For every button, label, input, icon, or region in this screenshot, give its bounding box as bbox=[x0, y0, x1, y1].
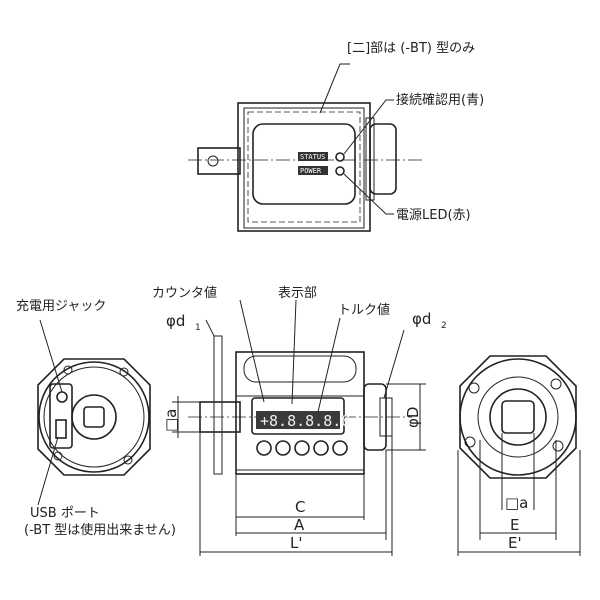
top-body-inner bbox=[243, 107, 365, 229]
phi-D-label: φD bbox=[404, 407, 422, 428]
left-screw-2 bbox=[119, 367, 129, 377]
right-screw-3 bbox=[464, 436, 476, 448]
right-flange bbox=[477, 376, 559, 458]
front-d1-collar bbox=[213, 335, 223, 475]
power-led bbox=[335, 166, 345, 176]
phi-d2-sub: 2 bbox=[441, 321, 447, 331]
button-clear bbox=[313, 440, 329, 456]
left-outline bbox=[37, 358, 151, 476]
jack-leader bbox=[39, 319, 63, 393]
button-down bbox=[275, 440, 291, 456]
dim-E-label: E bbox=[510, 516, 519, 534]
left-square-hole bbox=[83, 406, 105, 428]
dim-L-label: L' bbox=[290, 534, 302, 552]
phi-d1-label: φd bbox=[166, 312, 185, 330]
charging-jack-label: 充電用ジャック bbox=[16, 298, 106, 314]
connection-led-label: 接続確認用(青) bbox=[396, 92, 484, 108]
left-view: 充電用ジャック USB ポート (-BT 型は使用出来ません) bbox=[16, 298, 176, 538]
left-port-panel bbox=[49, 383, 73, 449]
d2-leader bbox=[383, 329, 405, 399]
right-square-a-label: □a bbox=[505, 494, 528, 512]
usb-port-icon bbox=[55, 419, 67, 439]
left-body-circle bbox=[38, 361, 150, 473]
power-plate bbox=[298, 166, 328, 175]
top-flange-ring bbox=[365, 117, 375, 201]
top-drive-pin bbox=[207, 155, 219, 167]
bt-note: [二]部は (-BT) 型のみ bbox=[347, 41, 475, 56]
front-view: +8.8.8.8.8 カウンタ値 表示部 トルク値 φd 1 φd 2 φD bbox=[152, 285, 447, 556]
right-body-circle bbox=[459, 358, 577, 476]
status-label: STATUS bbox=[300, 153, 325, 161]
display-label: 表示部 bbox=[278, 286, 317, 301]
usb-port-label: USB ポート bbox=[30, 506, 100, 521]
top-panel bbox=[252, 123, 356, 205]
usb-leader bbox=[37, 436, 59, 506]
display-leader bbox=[291, 299, 297, 405]
button-mode bbox=[294, 440, 310, 456]
counter-leader bbox=[239, 299, 265, 403]
phi-d2-label: φd bbox=[412, 310, 431, 328]
right-screw-1 bbox=[468, 382, 480, 394]
power-leader bbox=[343, 173, 394, 215]
front-square-drive bbox=[199, 401, 241, 433]
display-window bbox=[251, 397, 345, 435]
dim-C-label: C bbox=[295, 498, 305, 516]
left-hub bbox=[71, 394, 117, 440]
button-up bbox=[256, 440, 272, 456]
torque-leader bbox=[317, 317, 341, 413]
button-power bbox=[332, 440, 348, 456]
top-bt-region bbox=[247, 111, 361, 223]
display-digits: +8.8.8.8.8 bbox=[260, 412, 350, 430]
d1-leader bbox=[205, 319, 215, 337]
phi-d1-sub: 1 bbox=[195, 323, 201, 333]
dim-E2-label: E' bbox=[508, 534, 522, 552]
front-top-band bbox=[243, 355, 357, 383]
right-view: □a E E' bbox=[457, 355, 581, 556]
top-square-drive bbox=[197, 147, 241, 175]
torque-label: トルク値 bbox=[338, 302, 390, 318]
connection-leader bbox=[343, 99, 394, 155]
left-screw-1 bbox=[63, 365, 73, 375]
top-flange bbox=[369, 123, 397, 195]
right-hub bbox=[489, 388, 547, 446]
left-screw-3 bbox=[53, 451, 63, 461]
top-view: STATUS POWER [二]部は (-BT) 型のみ 接続確認用(青) 電源… bbox=[188, 41, 484, 232]
status-plate bbox=[298, 152, 328, 161]
display-screen bbox=[256, 411, 340, 429]
bt-leader bbox=[319, 63, 350, 114]
right-outline bbox=[459, 355, 577, 479]
left-body-inner bbox=[43, 366, 145, 468]
front-d2-collar bbox=[379, 397, 393, 437]
power-led-label: 電源LED(赤) bbox=[396, 208, 471, 223]
charging-jack-icon bbox=[56, 391, 68, 403]
usb-note: (-BT 型は使用出来ません) bbox=[24, 522, 176, 538]
right-square-hole bbox=[501, 400, 535, 434]
power-label: POWER bbox=[300, 167, 322, 175]
left-screw-4 bbox=[123, 455, 133, 465]
status-led bbox=[335, 152, 345, 162]
dim-A-label: A bbox=[294, 516, 305, 534]
right-screw-4 bbox=[552, 440, 564, 452]
right-screw-2 bbox=[550, 378, 562, 390]
counter-label: カウンタ値 bbox=[152, 285, 217, 301]
front-flange bbox=[363, 383, 387, 451]
square-a-label: □a bbox=[162, 409, 180, 432]
